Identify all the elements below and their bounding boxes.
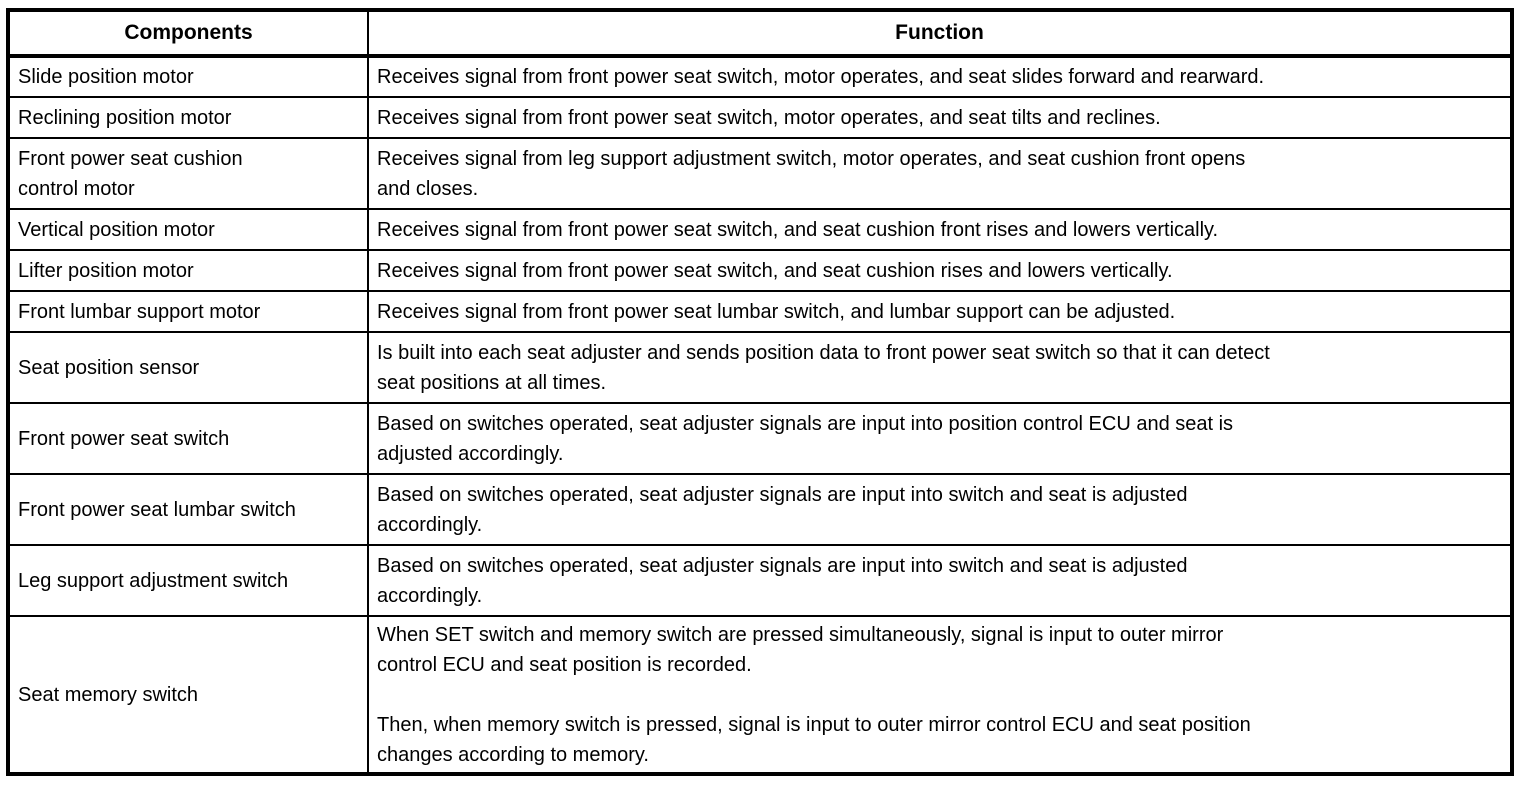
table-row: Reclining position motor Receives signal… [7, 96, 1513, 139]
component-cell: Vertical position motor [7, 208, 369, 251]
table-header: Components Function [7, 9, 1513, 58]
table-row: Front power seat switch Based on switche… [7, 402, 1513, 475]
function-cell: Receives signal from front power seat sw… [367, 208, 1513, 251]
components-header: Components [7, 9, 369, 58]
component-cell: Leg support adjustment switch [7, 544, 369, 617]
function-cell: Is built into each seat adjuster and sen… [367, 331, 1513, 404]
component-cell: Reclining position motor [7, 96, 369, 139]
function-cell: Receives signal from leg support adjustm… [367, 137, 1513, 210]
table-row: Front power seat lumbar switch Based on … [7, 473, 1513, 546]
component-cell: Front power seat switch [7, 402, 369, 475]
table-row: Seat position sensor Is built into each … [7, 331, 1513, 404]
table-row: Slide position motor Receives signal fro… [7, 55, 1513, 98]
function-cell: Receives signal from front power seat lu… [367, 290, 1513, 333]
table-row: Seat memory switch When SET switch and m… [7, 615, 1513, 775]
function-header: Function [367, 9, 1513, 58]
table-row: Front power seat cushion control motor R… [7, 137, 1513, 210]
component-cell: Slide position motor [7, 55, 369, 98]
table-row: Front lumbar support motor Receives sign… [7, 290, 1513, 333]
components-function-table: Components Function Slide position motor… [6, 8, 1514, 776]
header-row: Components Function [7, 9, 1513, 58]
function-cell: Receives signal from front power seat sw… [367, 55, 1513, 98]
function-cell: Receives signal from front power seat sw… [367, 249, 1513, 292]
component-cell: Front lumbar support motor [7, 290, 369, 333]
table-row: Vertical position motor Receives signal … [7, 208, 1513, 251]
function-cell: Based on switches operated, seat adjuste… [367, 544, 1513, 617]
function-cell: Based on switches operated, seat adjuste… [367, 473, 1513, 546]
table-row: Leg support adjustment switch Based on s… [7, 544, 1513, 617]
table-body: Slide position motor Receives signal fro… [7, 55, 1513, 775]
function-cell: Based on switches operated, seat adjuste… [367, 402, 1513, 475]
component-cell: Front power seat lumbar switch [7, 473, 369, 546]
function-cell: Receives signal from front power seat sw… [367, 96, 1513, 139]
component-cell: Seat memory switch [7, 615, 369, 775]
function-cell: When SET switch and memory switch are pr… [367, 615, 1513, 775]
component-cell: Front power seat cushion control motor [7, 137, 369, 210]
table-row: Lifter position motor Receives signal fr… [7, 249, 1513, 292]
component-cell: Seat position sensor [7, 331, 369, 404]
component-cell: Lifter position motor [7, 249, 369, 292]
